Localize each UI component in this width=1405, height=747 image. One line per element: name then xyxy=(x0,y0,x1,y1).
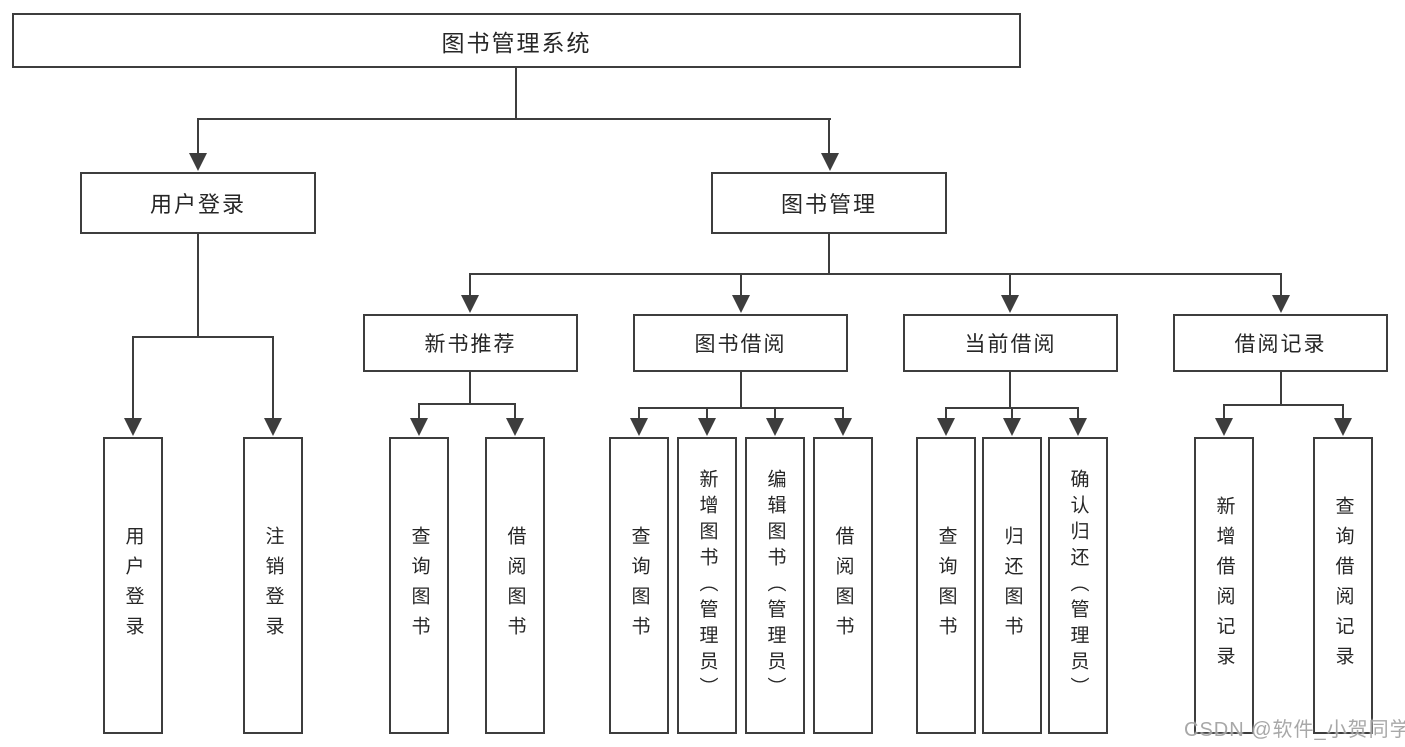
connector-line xyxy=(638,407,640,421)
connector-line xyxy=(1223,404,1344,406)
connector-line xyxy=(1077,407,1079,421)
node-borrow-records-label: 借阅记录 xyxy=(1234,333,1327,356)
connector-line xyxy=(1280,273,1282,300)
node-user-login: 用户登录 xyxy=(80,172,316,234)
leaf-edit-books-admin: 编辑图书（管理员） xyxy=(745,437,805,734)
connector-line xyxy=(515,68,517,120)
node-current-borrow-label: 当前借阅 xyxy=(964,333,1057,356)
arrow-down-icon xyxy=(1069,418,1087,436)
leaf-edit-books-admin-label: 编辑图书（管理员） xyxy=(764,468,786,703)
leaf-add-books-admin-label: 新增图书（管理员） xyxy=(696,468,718,703)
connector-line xyxy=(1342,404,1344,421)
arrow-down-icon xyxy=(506,418,524,436)
arrow-down-icon xyxy=(1001,295,1019,313)
arrow-down-icon xyxy=(821,153,839,171)
arrow-down-icon xyxy=(732,295,750,313)
connector-line xyxy=(740,372,742,409)
connector-line xyxy=(638,407,844,409)
watermark: CSDN @软件_小贺同学 xyxy=(1184,719,1405,741)
node-book-management-label: 图书管理 xyxy=(780,192,877,217)
node-book-borrow: 图书借阅 xyxy=(633,314,848,372)
leaf-return-books-label: 归还图书 xyxy=(1001,525,1023,646)
leaf-user-login-label: 用户登录 xyxy=(122,525,144,646)
leaf-add-borrow-record: 新增借阅记录 xyxy=(1194,437,1254,734)
leaf-borrow-books-borrow-label: 借阅图书 xyxy=(832,525,854,646)
connector-line xyxy=(272,336,274,422)
arrow-down-icon xyxy=(264,418,282,436)
leaf-query-books-current-label: 查询图书 xyxy=(935,525,957,646)
connector-line xyxy=(197,234,199,338)
leaf-confirm-return-admin: 确认归还（管理员） xyxy=(1048,437,1108,734)
arrow-down-icon xyxy=(834,418,852,436)
leaf-borrow-books-recommend-label: 借阅图书 xyxy=(504,525,526,646)
connector-line xyxy=(469,273,1282,275)
connector-line xyxy=(1280,372,1282,406)
arrow-down-icon xyxy=(189,153,207,171)
connector-line xyxy=(514,403,516,421)
connector-line xyxy=(1009,273,1011,300)
connector-line xyxy=(469,273,471,300)
leaf-confirm-return-admin-label: 确认归还（管理员） xyxy=(1067,468,1089,703)
node-current-borrow: 当前借阅 xyxy=(903,314,1118,372)
connector-line xyxy=(1223,404,1225,421)
leaf-query-borrow-record: 查询借阅记录 xyxy=(1313,437,1373,734)
leaf-query-books-recommend: 查询图书 xyxy=(389,437,449,734)
connector-line xyxy=(418,403,516,405)
connector-line xyxy=(828,234,830,275)
arrow-down-icon xyxy=(461,295,479,313)
leaf-add-books-admin: 新增图书（管理员） xyxy=(677,437,737,734)
arrow-down-icon xyxy=(937,418,955,436)
node-root: 图书管理系统 xyxy=(12,13,1021,68)
connector-line xyxy=(418,403,420,421)
node-book-management: 图书管理 xyxy=(711,172,947,234)
arrow-down-icon xyxy=(410,418,428,436)
node-book-borrow-label: 图书借阅 xyxy=(694,333,787,356)
leaf-query-borrow-record-label: 查询借阅记录 xyxy=(1332,495,1354,676)
leaf-borrow-books-recommend: 借阅图书 xyxy=(485,437,545,734)
connector-line xyxy=(828,118,830,156)
connector-line xyxy=(132,336,134,422)
connector-line xyxy=(774,407,776,421)
leaf-logout-label: 注销登录 xyxy=(262,525,284,646)
node-user-login-label: 用户登录 xyxy=(149,192,246,217)
connector-line xyxy=(1011,407,1013,421)
connector-line xyxy=(197,118,831,120)
leaf-user-login: 用户登录 xyxy=(103,437,163,734)
node-root-label: 图书管理系统 xyxy=(441,29,592,56)
node-new-book-recommend: 新书推荐 xyxy=(363,314,578,372)
arrow-down-icon xyxy=(630,418,648,436)
node-borrow-records: 借阅记录 xyxy=(1173,314,1388,372)
leaf-return-books: 归还图书 xyxy=(982,437,1042,734)
connector-line xyxy=(740,273,742,300)
arrow-down-icon xyxy=(1003,418,1021,436)
connector-line xyxy=(469,372,471,405)
arrow-down-icon xyxy=(1272,295,1290,313)
connector-line xyxy=(197,118,199,156)
node-new-book-recommend-label: 新书推荐 xyxy=(424,333,517,356)
arrow-down-icon xyxy=(766,418,784,436)
leaf-borrow-books-borrow: 借阅图书 xyxy=(813,437,873,734)
leaf-query-books-recommend-label: 查询图书 xyxy=(408,525,430,646)
leaf-query-books-current: 查询图书 xyxy=(916,437,976,734)
arrow-down-icon xyxy=(698,418,716,436)
leaf-query-books-borrow-label: 查询图书 xyxy=(628,525,650,646)
leaf-add-borrow-record-label: 新增借阅记录 xyxy=(1213,495,1235,676)
arrow-down-icon xyxy=(124,418,142,436)
arrow-down-icon xyxy=(1215,418,1233,436)
leaf-query-books-borrow: 查询图书 xyxy=(609,437,669,734)
connector-line xyxy=(132,336,273,338)
connector-line xyxy=(945,407,947,421)
connector-line xyxy=(842,407,844,421)
connector-line xyxy=(1009,372,1011,409)
arrow-down-icon xyxy=(1334,418,1352,436)
connector-line xyxy=(706,407,708,421)
leaf-logout: 注销登录 xyxy=(243,437,303,734)
